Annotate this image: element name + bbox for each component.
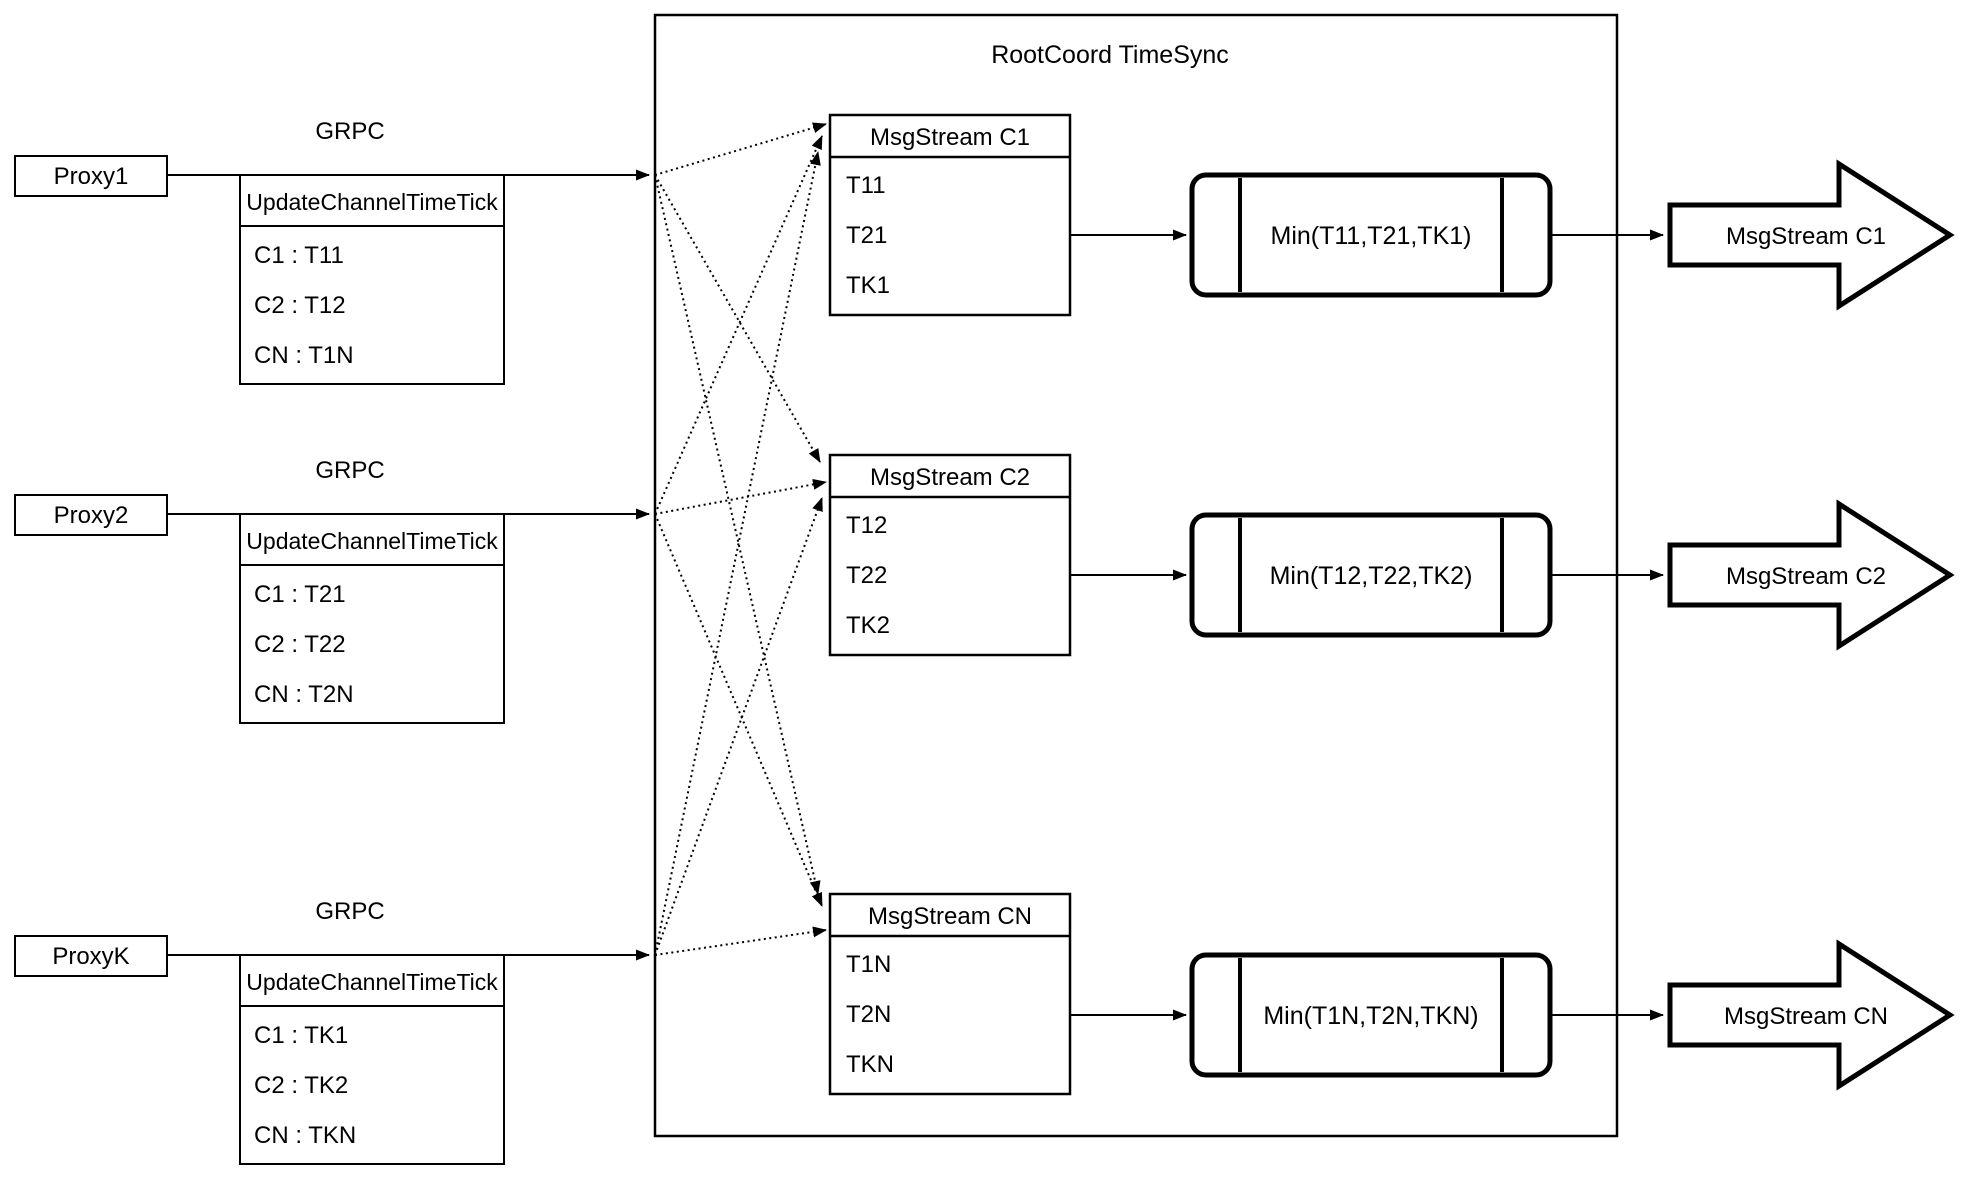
update-table-3-row: C2 : TK2 [254,1072,348,1099]
update-table-2-row: C1 : T21 [254,581,346,608]
msgstream-c2-tick: TK2 [846,612,890,639]
update-table-1-row: CN : T1N [254,342,354,369]
proxy1-box [14,155,168,197]
msgstream-c2-tick: T22 [846,562,887,589]
stream-c2-group: MsgStream C2 T12 T22 TK2 Min(T12,T22,TK2… [828,453,1955,657]
update-table-3-row: C1 : TK1 [254,1022,348,1049]
update-table-1-row: C2 : T12 [254,292,346,319]
proxy2-label: Proxy2 [54,502,129,529]
proxy1-label: Proxy1 [54,163,129,190]
msgstream-cn-table [828,892,1072,1096]
proxyk-group: ProxyK GRPC UpdateChannelTimeTick C1 : T… [14,898,650,1165]
msgstream-c1-tick: T21 [846,222,887,249]
msgstream-c1-tick: T11 [846,172,886,199]
dotted-link-p2-c2 [654,478,827,515]
output-arrow-c1 [1667,159,1955,311]
output-arrow-c2-label: MsgStream C2 [1726,563,1886,590]
dotted-link-pk-c2 [654,497,823,956]
msgstream-c2-header: MsgStream C2 [870,464,1030,491]
timetick-dotted-links [654,122,827,956]
update-table-2-header: UpdateChannelTimeTick [246,528,498,554]
msgstream-c1-table [828,113,1072,317]
msgstream-c1-tick: TK1 [846,272,890,299]
msgstream-cn-tick: T2N [846,1001,891,1028]
msgstream-c1-header: MsgStream C1 [870,124,1030,151]
output-arrow-cn [1667,939,1955,1091]
update-table-2-row: CN : T2N [254,681,354,708]
output-arrow-c2 [1667,499,1955,651]
grpc-label-1: GRPC [315,118,384,145]
min-c2-label: Min(T12,T22,TK2) [1270,562,1473,590]
stream-c1-group: MsgStream C1 T11 T21 TK1 Min(T11,T21,TK1… [828,113,1955,317]
grpc-label-3: GRPC [315,898,384,925]
grpc-label-2: GRPC [315,457,384,484]
dotted-link-p1-cn [654,174,821,895]
rootcoord-title: RootCoord TimeSync [991,41,1229,69]
msgstream-c2-table [828,453,1072,657]
dotted-link-pk-c1 [654,151,821,956]
msgstream-c2-tick: T12 [846,512,887,539]
proxy1-group: Proxy1 GRPC UpdateChannelTimeTick C1 : T… [14,118,650,385]
dotted-link-pk-cn [654,926,827,956]
stream-cn-group: MsgStream CN T1N T2N TKN Min(T1N,T2N,TKN… [828,892,1955,1096]
update-table-3 [239,954,505,1165]
update-table-1-row: C1 : T11 [254,242,344,269]
output-arrow-cn-label: MsgStream CN [1724,1003,1888,1030]
dotted-link-p1-c2 [654,174,821,463]
msgstream-cn-tick: T1N [846,951,891,978]
update-table-2 [239,513,505,724]
update-table-1-header: UpdateChannelTimeTick [246,189,498,215]
update-table-3-header: UpdateChannelTimeTick [246,969,498,995]
msgstream-cn-tick: TKN [846,1051,894,1078]
proxy2-box [14,494,168,536]
output-arrow-c1-label: MsgStream C1 [1726,223,1886,250]
proxyk-label: ProxyK [52,943,129,970]
update-table-1 [239,174,505,385]
msgstream-cn-header: MsgStream CN [868,903,1032,930]
proxy2-group: Proxy2 GRPC UpdateChannelTimeTick C1 : T… [14,457,650,724]
min-cn-label: Min(T1N,T2N,TKN) [1263,1002,1478,1030]
update-table-2-row: C2 : T22 [254,631,346,658]
proxyk-box [14,935,168,977]
dotted-link-p1-c1 [654,122,827,176]
min-c1-label: Min(T11,T21,TK1) [1271,222,1472,250]
update-table-3-row: CN : TKN [254,1122,356,1149]
